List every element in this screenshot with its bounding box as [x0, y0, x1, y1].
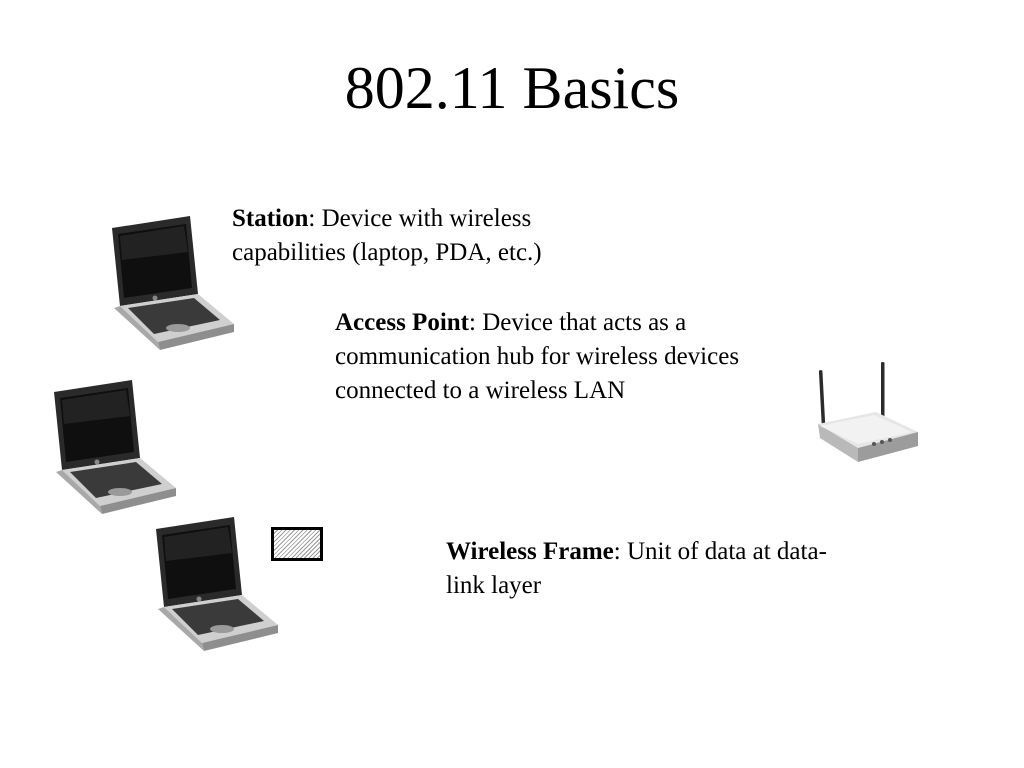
wireless-frame-icon	[271, 527, 323, 561]
laptop-icon	[152, 513, 282, 658]
wireless-frame-term: Wireless Frame	[446, 538, 614, 565]
access-point-definition: Access Point: Device that acts as a comm…	[335, 306, 805, 408]
station-definition: Station: Device with wireless capabiliti…	[232, 202, 632, 270]
slide-title: 802.11 Basics	[0, 58, 1024, 118]
wireless-access-point-icon	[812, 362, 922, 471]
laptop-icon	[50, 376, 180, 521]
wireless-frame-definition: Wireless Frame: Unit of data at data-lin…	[446, 535, 856, 603]
access-point-term: Access Point	[335, 309, 469, 336]
laptop-icon	[108, 212, 238, 357]
station-term: Station	[232, 205, 308, 232]
